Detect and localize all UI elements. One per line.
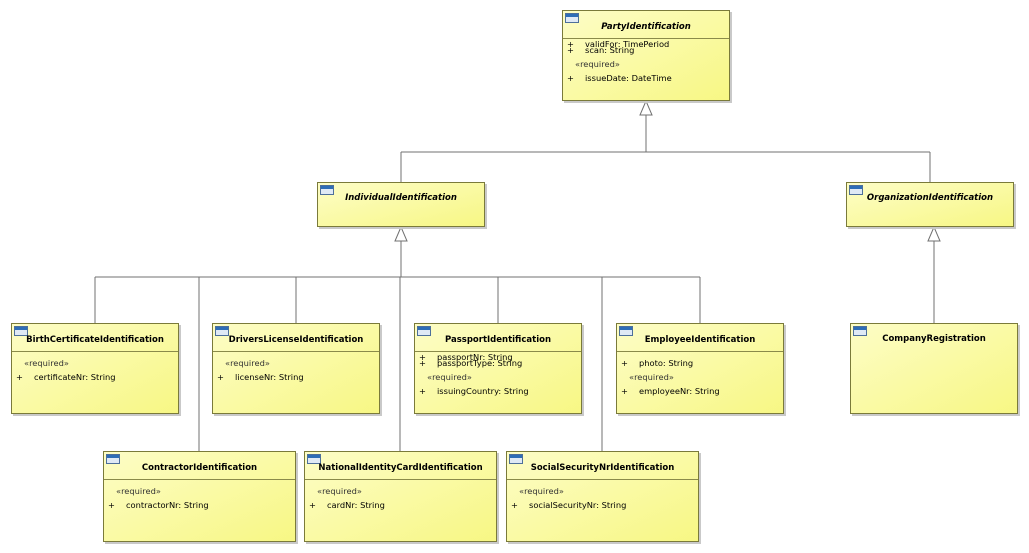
- class-name: BirthCertificateIdentification: [26, 335, 164, 345]
- class-icon: [853, 326, 867, 336]
- attribute-text: licenseNr: String: [235, 372, 304, 382]
- attribute-row: + issueDate: DateTime: [567, 73, 672, 83]
- generalization-arrowhead: [639, 99, 653, 116]
- visibility-marker: +: [419, 386, 426, 396]
- attribute-row: + employeeNr: String: [621, 386, 720, 396]
- class-national-identity-card-identification[interactable]: NationalIdentityCardIdentification «requi…: [304, 451, 497, 542]
- class-header: EmployeeIdentification: [617, 324, 783, 352]
- attribute-text: issuingCountry: String: [437, 386, 529, 396]
- class-birth-certificate-identification[interactable]: BirthCertificateIdentification «required»…: [11, 323, 179, 414]
- class-header: NationalIdentityCardIdentification: [305, 452, 496, 480]
- class-name: IndividualIdentification: [345, 193, 457, 203]
- class-icon: [320, 185, 334, 195]
- class-social-security-nr-identification[interactable]: SocialSecurityNrIdentification «required»…: [506, 451, 699, 542]
- class-header: PassportIdentification: [415, 324, 581, 352]
- attribute-text: certificateNr: String: [34, 372, 116, 382]
- class-header: PartyIdentification: [563, 11, 729, 39]
- stereotype-label: «required»: [519, 486, 564, 496]
- visibility-marker: +: [419, 358, 426, 368]
- attribute-row: + photo: String: [621, 358, 693, 368]
- visibility-marker: +: [217, 372, 224, 382]
- class-header: ContractorIdentification: [104, 452, 295, 480]
- class-icon: [509, 454, 523, 464]
- stereotype-label: «required»: [317, 486, 362, 496]
- stereotype-label: «required»: [225, 358, 270, 368]
- class-header: IndividualIdentification: [318, 183, 484, 228]
- visibility-marker: +: [621, 358, 628, 368]
- class-name: SocialSecurityNrIdentification: [530, 463, 675, 473]
- class-header: SocialSecurityNrIdentification: [507, 452, 698, 480]
- class-icon: [619, 326, 633, 336]
- generalization-arrowhead: [927, 225, 941, 242]
- attribute-row: + cardNr: String: [309, 500, 385, 510]
- visibility-marker: +: [567, 45, 574, 55]
- attribute-row: + validFor: TimePeriod: [567, 39, 669, 49]
- class-icon: [417, 326, 431, 336]
- class-company-registration[interactable]: CompanyRegistration: [850, 323, 1018, 414]
- class-name: OrganizationIdentification: [866, 193, 994, 203]
- class-organization-identification[interactable]: OrganizationIdentification: [846, 182, 1014, 227]
- class-icon: [14, 326, 28, 336]
- attribute-row: + certificateNr: String: [16, 372, 116, 382]
- visibility-marker: +: [621, 386, 628, 396]
- class-icon: [215, 326, 229, 336]
- class-icon: [565, 13, 579, 23]
- stereotype-label: «required»: [629, 372, 674, 382]
- attribute-row: + licenseNr: String: [217, 372, 304, 382]
- class-contractor-identification[interactable]: ContractorIdentification «required»+ contr…: [103, 451, 296, 542]
- class-header: CompanyRegistration: [851, 324, 1017, 415]
- class-icon: [307, 454, 321, 464]
- attribute-text: employeeNr: String: [639, 386, 720, 396]
- attribute-text: passportNr: String: [437, 352, 513, 362]
- class-name: PassportIdentification: [444, 335, 552, 345]
- class-header: BirthCertificateIdentification: [12, 324, 178, 352]
- class-party-identification[interactable]: PartyIdentification + scan: String «require…: [562, 10, 730, 101]
- attribute-text: validFor: TimePeriod: [585, 39, 670, 49]
- attribute-row: + scan: String: [567, 45, 634, 55]
- class-employee-identification[interactable]: EmployeeIdentification + photo: String «req…: [616, 323, 784, 414]
- stereotype-label: «required»: [427, 372, 472, 382]
- visibility-marker: +: [511, 500, 518, 510]
- attribute-text: scan: String: [585, 45, 635, 55]
- generalization-arrowhead: [394, 225, 408, 242]
- visibility-marker: +: [16, 372, 23, 382]
- visibility-marker: +: [567, 39, 574, 49]
- class-individual-identification[interactable]: IndividualIdentification: [317, 182, 485, 227]
- attribute-row: + issuingCountry: String: [419, 386, 529, 396]
- visibility-marker: +: [567, 73, 574, 83]
- class-header: DriversLicenseIdentification: [213, 324, 379, 352]
- class-drivers-license-identification[interactable]: DriversLicenseIdentification «required»+ l…: [212, 323, 380, 414]
- attribute-text: passportType: String: [437, 358, 523, 368]
- attribute-row: + socialSecurityNr: String: [511, 500, 626, 510]
- attribute-row: + contractorNr: String: [108, 500, 209, 510]
- class-name: CompanyRegistration: [882, 334, 986, 344]
- stereotype-label: «required»: [116, 486, 161, 496]
- class-name: DriversLicenseIdentification: [228, 335, 364, 345]
- attribute-row: + passportNr: String: [419, 352, 513, 362]
- class-icon: [849, 185, 863, 195]
- class-name: NationalIdentityCardIdentification: [318, 463, 483, 473]
- visibility-marker: +: [108, 500, 115, 510]
- attribute-row: + passportType: String: [419, 358, 522, 368]
- stereotype-label: «required»: [575, 59, 620, 69]
- class-name: PartyIdentification: [601, 22, 691, 32]
- class-name: ContractorIdentification: [141, 463, 258, 473]
- visibility-marker: +: [309, 500, 316, 510]
- attribute-text: issueDate: DateTime: [585, 73, 672, 83]
- stereotype-label: «required»: [24, 358, 69, 368]
- class-passport-identification[interactable]: PassportIdentification + passportType: Str…: [414, 323, 582, 414]
- attribute-text: photo: String: [639, 358, 694, 368]
- attribute-text: socialSecurityNr: String: [529, 500, 627, 510]
- visibility-marker: +: [419, 352, 426, 362]
- class-icon: [106, 454, 120, 464]
- attribute-text: cardNr: String: [327, 500, 385, 510]
- class-header: OrganizationIdentification: [847, 183, 1013, 228]
- attribute-text: contractorNr: String: [126, 500, 209, 510]
- class-name: EmployeeIdentification: [644, 335, 756, 345]
